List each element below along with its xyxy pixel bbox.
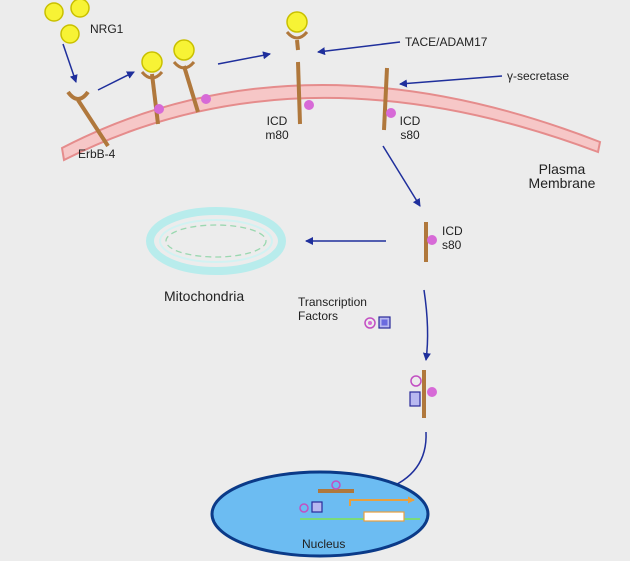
phospho-mark (201, 94, 211, 104)
ligand-label: NRG1 (90, 22, 124, 36)
arrow-to-dimerization (97, 71, 135, 91)
icd-s80-cytosol-line2: s80 (442, 238, 462, 252)
icd-s80-cytosol (424, 222, 437, 262)
phospho-mark (427, 235, 437, 245)
icd-s80-cytosol-label: ICD s80 (442, 224, 463, 252)
nrg1-ligand (70, 0, 90, 18)
phospho-mark (304, 100, 314, 110)
phospho-mark (154, 104, 164, 114)
mitochondria-label: Mitochondria (164, 288, 245, 304)
erbb4-receptor-unbound (66, 90, 110, 148)
icd-s80-cytosol-line1: ICD (442, 224, 463, 238)
receptor-label: ErbB-4 (78, 147, 116, 161)
transcription-factors-icons (364, 316, 391, 329)
icd-tf-complex (409, 370, 437, 418)
arrow-icd-release (382, 145, 421, 207)
nrg1-ligand (44, 2, 64, 22)
icd-m80-line1: ICD (266, 114, 288, 128)
arrow-gamma-secretase (399, 75, 503, 88)
nrg1-ligand (60, 24, 80, 44)
plasma-membrane-label: Plasma Membrane (526, 162, 598, 190)
transcription-factors-line1: Transcription (298, 295, 367, 309)
icd-s80-membrane-label: ICD s80 (396, 114, 424, 142)
phospho-mark (427, 387, 437, 397)
erbb4-ligand-dimer (140, 39, 211, 125)
icd-m80-line2: m80 (265, 128, 289, 142)
nrg1-ligand-cluster (44, 0, 90, 44)
plasma-membrane (60, 84, 602, 162)
mitochondrion (146, 207, 286, 275)
icd-s80-membrane (382, 67, 396, 131)
plasma-membrane-line2: Membrane (528, 175, 596, 191)
nucleus-label: Nucleus (302, 537, 346, 551)
gamma-secretase-label: γ-secretase (507, 69, 570, 83)
transcription-factors-label: Transcription Factors (298, 295, 367, 323)
arrow-to-cleavage (217, 51, 271, 65)
protease-label: TACE/ADAM17 (405, 35, 488, 49)
icd-s80-membrane-line2: s80 (400, 128, 420, 142)
arrow-tace (317, 41, 401, 56)
erbb4-tace-cleavage (285, 11, 314, 125)
arrow-ligand-binding (62, 43, 78, 83)
icd-s80-membrane-line1: ICD (399, 114, 421, 128)
phospho-mark (386, 108, 396, 118)
icd-m80-label: ICD m80 (262, 114, 292, 142)
transcription-factors-line2: Factors (298, 309, 339, 323)
nucleus (210, 470, 430, 558)
arrow-to-tf-complex (422, 289, 431, 361)
plasma-membrane-line1: Plasma (538, 161, 586, 177)
